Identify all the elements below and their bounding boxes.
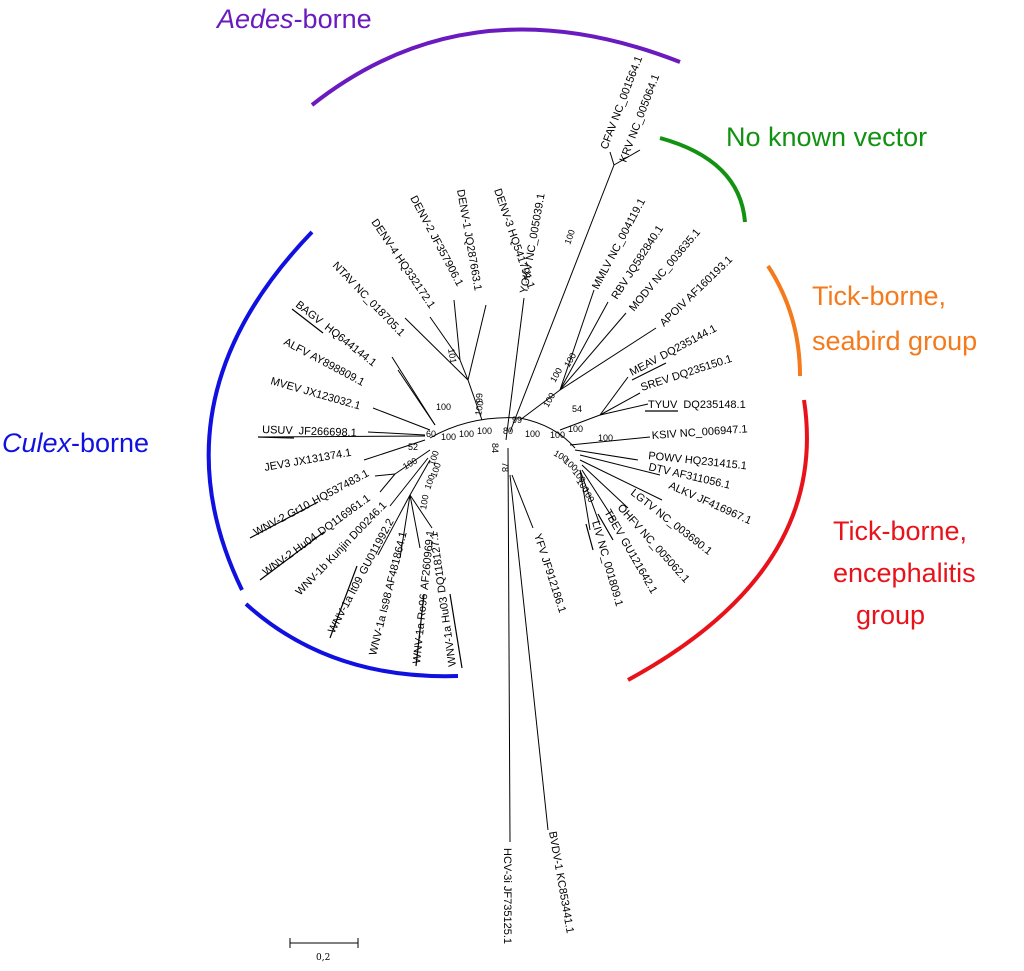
bootstrap-label: 100 bbox=[436, 402, 451, 412]
bootstrap-label: 99 bbox=[512, 415, 522, 425]
bootstrap-label: 100 bbox=[459, 429, 474, 439]
bootstrap-label: 66 bbox=[474, 393, 484, 403]
enceph-group-arc bbox=[627, 399, 809, 682]
leaf-KSIV: KSIV NC_006947.1 bbox=[651, 423, 748, 442]
bootstrap-label: 100 bbox=[562, 228, 577, 246]
bootstrap-label: 101 bbox=[446, 348, 458, 365]
bootstrap-label: 100 bbox=[598, 433, 613, 443]
leaf-YFV: YFV JF912186.1 bbox=[531, 532, 568, 614]
aedes-group-arc bbox=[310, 27, 681, 107]
bootstrap-values: 100 99 80 100 100 100 100 100 54 100 100… bbox=[401, 228, 613, 510]
bootstrap-label: 100 bbox=[550, 430, 565, 440]
bootstrap-label: 100 bbox=[401, 456, 419, 472]
leaf-labels: CFAV NC_001564.1 KRV NC_005064.1 YOKV NC… bbox=[252, 54, 753, 944]
bootstrap-label: 100 bbox=[548, 366, 564, 384]
leaf-JEV3: JEV3 JX131374.1 bbox=[263, 447, 352, 474]
bootstrap-label: 100 bbox=[428, 461, 443, 479]
bootstrap-label: 100 bbox=[562, 351, 578, 369]
bootstrap-label: 78 bbox=[500, 462, 510, 472]
taxon-underlines bbox=[249, 308, 678, 669]
bootstrap-label: 100 bbox=[441, 432, 456, 442]
culex-group-label: Culex-borne bbox=[2, 428, 149, 458]
enceph-group-label-line2: encephalitis bbox=[833, 558, 976, 588]
leaf-NTAV: NTAV NC_018705.1 bbox=[330, 260, 407, 339]
culex-group-arc-upper bbox=[206, 230, 314, 591]
bootstrap-label: 100 bbox=[473, 400, 485, 417]
bootstrap-label: 54 bbox=[572, 404, 582, 414]
culex-group-arc-lower bbox=[244, 602, 459, 679]
seabird-group-label-line1: Tick-borne, bbox=[812, 281, 946, 311]
bootstrap-label: 100 bbox=[568, 424, 583, 434]
enceph-group-label-line3: group bbox=[856, 600, 925, 630]
scale-bar: 0,2 bbox=[289, 938, 359, 963]
bootstrap-label: 100 bbox=[426, 449, 441, 467]
bootstrap-label: 100 bbox=[422, 473, 437, 491]
tree-branches bbox=[259, 149, 663, 843]
aedes-group-label: Aedes-borne bbox=[215, 4, 372, 34]
seabird-group-arc bbox=[766, 264, 802, 377]
leaf-BVDV: BVDV-1 KC853441.1 bbox=[546, 830, 576, 934]
bootstrap-label: 80 bbox=[503, 426, 513, 436]
leaf-HCV: HCV-3i JF735125.1 bbox=[501, 848, 513, 944]
leaf-WNV1aHu03: WNV-1a Hu03DQ118127.1 bbox=[428, 531, 459, 667]
bootstrap-label: 100 bbox=[477, 426, 492, 436]
novector-group-label: No known vector bbox=[726, 122, 927, 152]
bootstrap-label: 60 bbox=[426, 429, 436, 439]
bootstrap-label: 52 bbox=[408, 442, 418, 452]
seabird-group-label-line2: seabird group bbox=[812, 326, 977, 356]
bootstrap-label: 84 bbox=[490, 443, 500, 453]
enceph-group-label-line1: Tick-borne, bbox=[833, 516, 967, 546]
bootstrap-label: 100 bbox=[525, 429, 540, 439]
leaf-MMLV: MMLV NC_004119.1 bbox=[590, 197, 648, 292]
bootstrap-label: 100 bbox=[418, 494, 430, 511]
novector-group-arc bbox=[659, 136, 747, 223]
scale-bar-label: 0,2 bbox=[316, 953, 330, 963]
